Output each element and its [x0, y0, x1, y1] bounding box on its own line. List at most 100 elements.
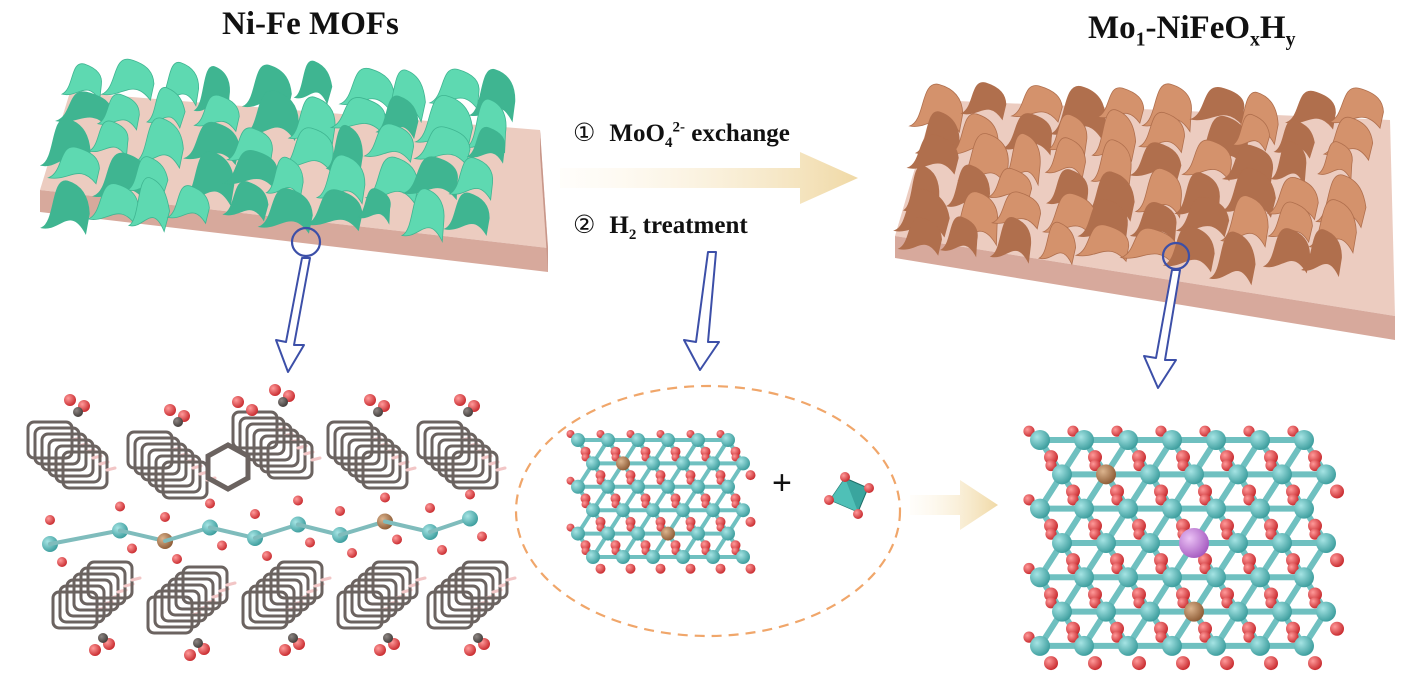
iron-atom	[1096, 464, 1116, 485]
nickel-atom	[631, 526, 645, 541]
oxygen-atom	[730, 493, 741, 504]
treatment-arrow	[683, 251, 720, 371]
oxide-nanosheet	[1138, 112, 1185, 154]
nickel-atom	[1272, 532, 1292, 553]
process-arrow-bottom	[910, 480, 998, 530]
nickel-atom	[691, 433, 705, 447]
oxide-nanosheet	[1317, 141, 1353, 182]
intermediate-ellipse	[514, 384, 902, 638]
bond	[130, 576, 142, 582]
mof-nanosheet	[134, 117, 184, 170]
nickel-atom	[1096, 532, 1116, 553]
oxide-nanosheet	[1189, 87, 1245, 127]
zoom-circle-left	[290, 226, 322, 258]
oxygen-atom	[1111, 494, 1123, 506]
nickel-atom	[721, 479, 735, 494]
nickel-atom	[631, 479, 645, 494]
oxide-nanosheet	[1231, 114, 1271, 152]
oxygen-atom	[454, 394, 466, 406]
mo1-nifeoxhy-lattice	[1023, 425, 1344, 671]
nickel-atom	[586, 503, 600, 518]
oxygen-atom	[1330, 553, 1344, 568]
mof-nanosheet	[305, 189, 363, 232]
oxygen-atom	[392, 534, 402, 545]
oxygen-atom	[1176, 587, 1190, 602]
mof-nanosheet	[363, 123, 415, 163]
oxygen-atom	[1132, 450, 1146, 465]
step-2-treatment: treatment	[636, 212, 748, 239]
nickel-atom	[1228, 464, 1248, 485]
oxygen-atom	[640, 540, 651, 551]
oxygen-atom	[625, 470, 636, 481]
bond	[415, 576, 427, 582]
mof-nanosheet	[402, 156, 458, 201]
oxygen-atom	[1088, 587, 1102, 602]
oxygen-atom	[1067, 494, 1079, 506]
oxygen-atom	[1220, 450, 1234, 465]
oxygen-atom	[279, 644, 291, 656]
nickel-atom	[646, 503, 660, 518]
oxide-nanosheet	[1038, 222, 1077, 266]
oxygen-atom	[89, 644, 101, 656]
nickel-atom	[1030, 567, 1050, 588]
oxygen-atom	[1088, 450, 1102, 465]
nickel-atom	[616, 503, 630, 518]
oxygen-atom	[1221, 459, 1233, 472]
mof-nanosheet	[443, 192, 490, 237]
zoom-arrow-right	[1143, 269, 1181, 389]
oxygen-atom	[1154, 484, 1168, 499]
mof-nanosheet	[281, 127, 334, 174]
oxygen-atom	[700, 493, 711, 504]
nickel-atom	[1184, 464, 1204, 485]
title-ni-fe-mofs: Ni-Fe MOFs	[222, 6, 399, 43]
oxygen-atom	[1067, 562, 1079, 575]
nickel-atom	[1250, 498, 1270, 519]
nickel-atom	[1140, 464, 1160, 485]
carbon-atom	[383, 633, 393, 643]
oxygen-atom	[580, 493, 591, 504]
oxide-nanosheet	[1301, 229, 1342, 278]
nickel-atom	[706, 503, 720, 518]
nickel-atom	[1118, 498, 1138, 519]
iron-atom	[616, 456, 630, 471]
oxygen-atom	[1110, 621, 1124, 636]
nickel-atom	[661, 433, 675, 447]
mof-nanosheet	[146, 87, 186, 130]
oxygen-atom	[1242, 553, 1256, 568]
oxygen-atom	[670, 493, 681, 504]
carbon-atom	[193, 638, 203, 648]
nickel-atom	[1074, 635, 1094, 656]
oxygen-atom	[610, 540, 621, 551]
oxygen-atom	[1265, 597, 1277, 609]
oxygen-atom	[1132, 587, 1146, 602]
oxygen-atom	[1330, 484, 1344, 499]
nickel-atom	[1294, 498, 1314, 519]
nickel-atom	[1140, 532, 1160, 553]
oxygen-atom	[1045, 597, 1057, 609]
nickel-atom	[1162, 498, 1182, 519]
oxygen-atom	[1044, 450, 1058, 465]
nickel-atom	[601, 479, 615, 494]
nickel-atom	[631, 433, 645, 447]
oxygen-atom	[1243, 631, 1255, 643]
oxygen-atom	[595, 470, 606, 481]
step-2-h: H	[609, 212, 629, 239]
oxygen-atom	[347, 548, 357, 558]
mof-nanosheet	[47, 146, 100, 185]
oxygen-atom	[1286, 621, 1300, 636]
oxygen-atom	[625, 563, 636, 574]
nickel-atom	[1272, 464, 1292, 485]
nickel-atom	[616, 550, 630, 564]
oxygen-atom	[1243, 494, 1255, 506]
oxygen-atom	[1045, 459, 1057, 472]
mof-nanosheet	[448, 157, 494, 202]
oxygen-atom	[700, 446, 711, 457]
bond	[495, 466, 507, 472]
oxygen-atom	[1088, 656, 1102, 671]
title-sub-1: 1	[1135, 28, 1146, 51]
process-arrow-top	[560, 152, 858, 204]
mof-nanosheets	[39, 59, 516, 243]
mof-nanosheet	[127, 177, 170, 233]
